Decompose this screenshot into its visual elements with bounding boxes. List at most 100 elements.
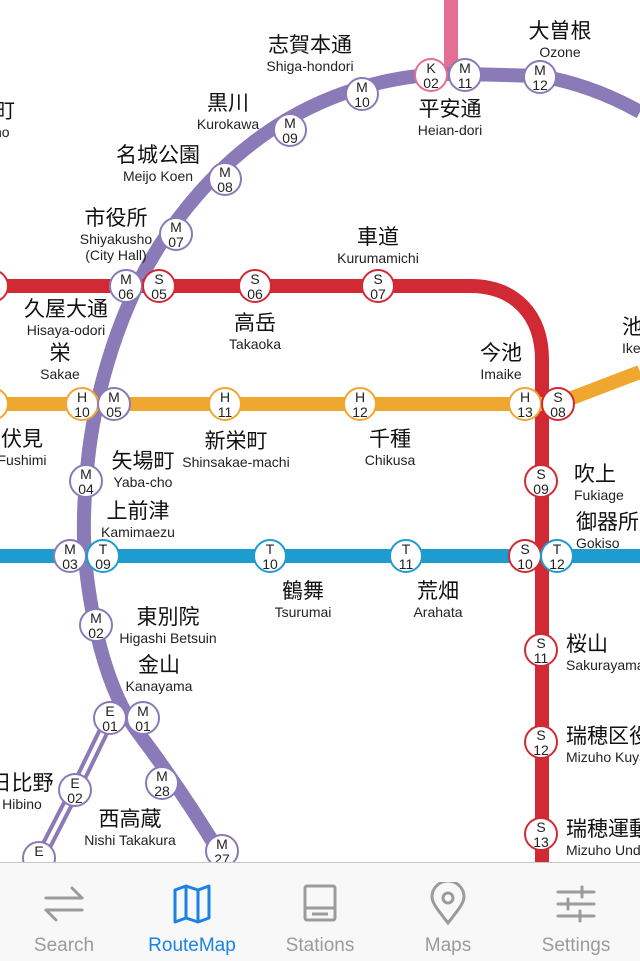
- station-marker-t10[interactable]: T10: [253, 539, 287, 573]
- station-marker-h12[interactable]: H12: [343, 387, 377, 421]
- tab-stations[interactable]: Stations: [256, 863, 384, 961]
- station-marker-m09[interactable]: M09: [273, 113, 307, 147]
- station-code-number: 02: [423, 75, 439, 91]
- station-marker-s10[interactable]: S10: [508, 539, 542, 573]
- station-name-en: Higashi Betsuin: [119, 630, 216, 646]
- station-code-letter: M: [216, 836, 228, 852]
- station-code-number: 12: [549, 556, 565, 572]
- tab-stations-label: Stations: [285, 935, 355, 956]
- station-marker-ring: [273, 113, 307, 147]
- station-marker-e01[interactable]: E01: [93, 701, 127, 735]
- station-marker-ring: [448, 58, 482, 92]
- station-marker-m27[interactable]: M27: [205, 834, 239, 862]
- station-name-jp: 久屋大通: [24, 297, 108, 321]
- station-marker-m12[interactable]: M12: [523, 60, 557, 94]
- station-code-letter: S: [536, 819, 545, 835]
- station-code-number: 05: [151, 286, 167, 302]
- station-marker-s12[interactable]: S12: [524, 725, 558, 759]
- station-marker-ring: [159, 217, 193, 251]
- sliders-icon: [553, 881, 599, 927]
- station-marker-m03[interactable]: M03: [53, 539, 87, 573]
- station-marker-edge-h[interactable]: 7: [0, 388, 9, 420]
- station-code-letter: M: [90, 610, 102, 626]
- station-marker-t09[interactable]: T09: [86, 539, 120, 573]
- station-name-jp: 黒川: [207, 91, 249, 115]
- station-name-jp: 瑞穂運動: [566, 817, 640, 841]
- station-name-jp: 西高蔵: [99, 807, 162, 831]
- tab-maps[interactable]: Maps: [384, 863, 512, 961]
- station-marker-h10[interactable]: H10: [65, 387, 99, 421]
- station-marker-edge-s[interactable]: 6: [0, 270, 9, 302]
- station-code-letter: T: [553, 541, 562, 557]
- station-code-letter: S: [553, 389, 562, 405]
- station-name-jp: 吹上: [574, 462, 616, 486]
- station-code-number: 08: [217, 179, 233, 195]
- station-marker-t11[interactable]: T11: [389, 539, 423, 573]
- station-code-number: 10: [517, 556, 533, 572]
- station-name-jp: 市役所: [85, 206, 148, 230]
- station-marker-s08[interactable]: S08: [541, 387, 575, 421]
- station-marker-m07[interactable]: M07: [159, 217, 193, 251]
- station-name-jp: 平安通: [419, 97, 482, 121]
- station-marker-ring: [389, 539, 423, 573]
- station-marker-s13[interactable]: S13: [524, 817, 558, 851]
- station-marker-m05[interactable]: M05: [97, 387, 131, 421]
- station-code-letter: M: [108, 389, 120, 405]
- station-name-en: Arahata: [413, 604, 462, 620]
- station-marker-ring: [524, 725, 558, 759]
- station-name-en: Shiyakusho: [80, 231, 153, 247]
- station-name-en: Shiga-hondori: [266, 58, 353, 74]
- station-markers[interactable]: K02M11M12M10M09M08M07M06S05S06S07H10M05H…: [0, 58, 575, 862]
- station-code-number: 03: [62, 556, 78, 572]
- station-marker-s07[interactable]: S07: [361, 269, 395, 303]
- station-marker-h11[interactable]: H11: [208, 387, 242, 421]
- station-marker-e03[interactable]: E: [22, 841, 56, 862]
- station-marker-m01[interactable]: M01: [126, 701, 160, 735]
- station-name-jp: 池: [622, 315, 640, 339]
- station-marker-ring: [142, 269, 176, 303]
- station-marker-s06[interactable]: S06: [238, 269, 272, 303]
- station-marker-m02[interactable]: M02: [79, 608, 113, 642]
- station-marker-h13[interactable]: H13: [508, 387, 542, 421]
- tab-settings[interactable]: Settings: [512, 863, 640, 961]
- station-marker-k02[interactable]: K02: [414, 58, 448, 92]
- station-name-en: Chikusa: [365, 452, 416, 468]
- station-code-letter: M: [120, 271, 132, 287]
- station-marker-m08[interactable]: M08: [208, 162, 242, 196]
- station-code-number: 02: [67, 790, 83, 806]
- station-marker-m06[interactable]: M06: [109, 269, 143, 303]
- station-marker-m04[interactable]: M04: [69, 464, 103, 498]
- station-name-jp: 荒畑: [417, 579, 459, 603]
- station-code-number: 10: [262, 556, 278, 572]
- station-code-number: 07: [168, 234, 184, 250]
- station-name-jp: 伏見: [1, 427, 43, 451]
- station-code-number: 09: [533, 481, 549, 497]
- station-code-letter: S: [536, 635, 545, 651]
- station-code-number: 28: [154, 783, 170, 799]
- station-name-en: Imaike: [480, 366, 521, 382]
- station-marker-m28[interactable]: M28: [145, 766, 179, 800]
- station-code-number: 27: [214, 851, 230, 862]
- station-marker-e02[interactable]: E02: [58, 773, 92, 807]
- tab-routemap[interactable]: RouteMap: [128, 863, 256, 961]
- station-marker-s05[interactable]: S05: [142, 269, 176, 303]
- station-name-en: Mizuho Und: [566, 842, 640, 858]
- station-marker-m10[interactable]: M10: [345, 77, 379, 111]
- station-code-letter: S: [520, 541, 529, 557]
- station-marker-m11[interactable]: M11: [448, 58, 482, 92]
- station-name-en: Kamimaezu: [101, 524, 175, 540]
- station-marker-s11[interactable]: S11: [524, 633, 558, 667]
- station-marker-s09[interactable]: S09: [524, 464, 558, 498]
- station-code-letter: S: [536, 466, 545, 482]
- station-code-number: 04: [78, 481, 94, 497]
- station-marker-t12[interactable]: T12: [540, 539, 574, 573]
- station-marker-ring: [97, 387, 131, 421]
- tab-settings-label: Settings: [541, 935, 611, 956]
- tab-search[interactable]: Search: [0, 863, 128, 961]
- station-code-number: 05: [106, 404, 122, 420]
- route-map-canvas[interactable]: K02M11M12M10M09M08M07M06S05S06S07H10M05H…: [0, 0, 640, 862]
